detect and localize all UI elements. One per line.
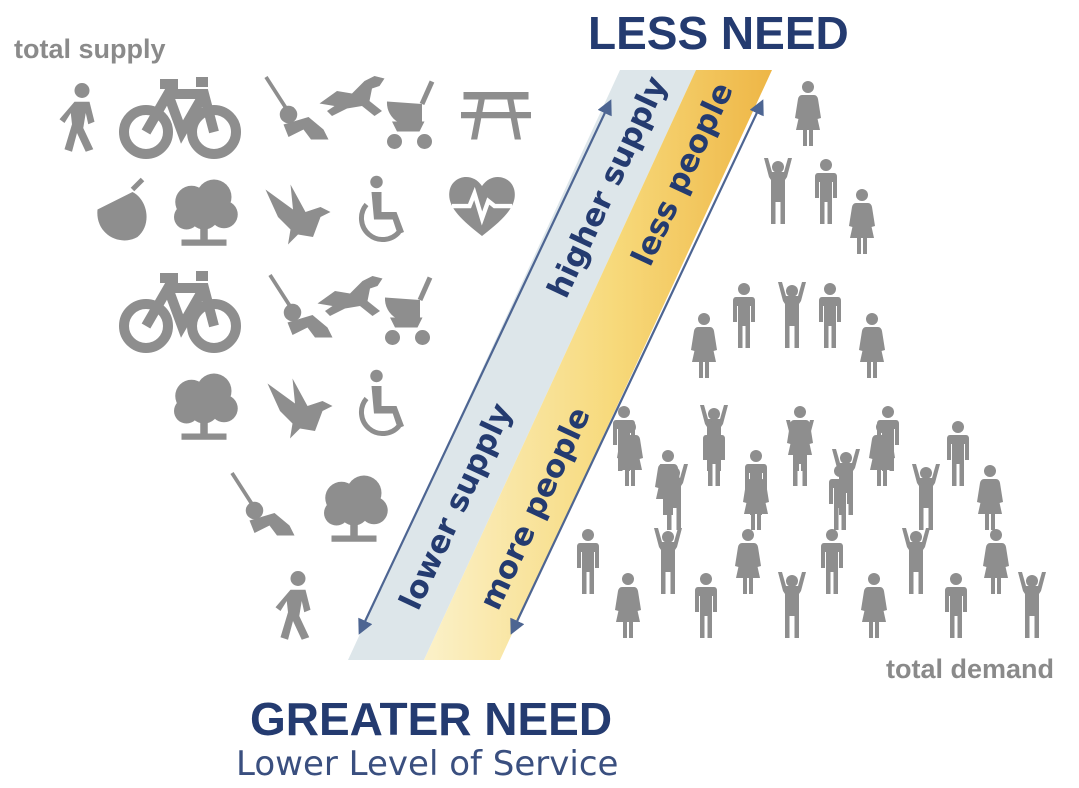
pedestrian-icon (59, 83, 95, 152)
dog-icon (319, 76, 385, 116)
person-woman-icon (735, 529, 761, 594)
person-woman-icon (615, 573, 641, 638)
wheelchair-icon (358, 369, 404, 437)
person-cheering-icon (764, 158, 792, 224)
person-man-icon (821, 529, 843, 594)
dog-icon (317, 276, 383, 316)
person-cheering-icon (786, 420, 814, 486)
bicycle-icon (119, 271, 241, 353)
heart-rate-icon (449, 176, 515, 236)
person-woman-icon (977, 465, 1003, 530)
swing-icon (230, 471, 295, 536)
stroller-icon (386, 80, 435, 149)
supply-icons (59, 75, 531, 640)
swing-icon (268, 273, 333, 338)
person-man-icon (577, 529, 599, 594)
person-woman-icon (869, 421, 895, 486)
bird-icon (265, 184, 331, 245)
person-cheering-icon (1018, 572, 1046, 638)
person-woman-icon (691, 313, 717, 378)
person-woman-icon (859, 313, 885, 378)
total-supply-label: total supply (14, 34, 166, 64)
person-cheering-icon (654, 528, 682, 594)
lower-level-of-service-label: Lower Level of Service (236, 744, 619, 784)
wheelchair-icon (358, 175, 404, 243)
total-demand-label: total demand (886, 654, 1055, 684)
person-cheering-icon (660, 464, 688, 530)
acorn-icon (97, 177, 147, 241)
person-woman-icon (743, 465, 769, 530)
people-arrow (510, 99, 764, 635)
person-man-icon (947, 421, 969, 486)
stroller-icon (384, 276, 433, 345)
bicycle-icon (119, 77, 241, 159)
pedestrian-icon (275, 571, 311, 640)
tree-icon (174, 373, 238, 440)
greater-need-title: GREATER NEED (250, 693, 613, 745)
person-woman-icon (861, 573, 887, 638)
person-woman-icon (617, 421, 643, 486)
tree-icon (324, 475, 388, 542)
person-man-icon (945, 573, 967, 638)
less-need-title: LESS NEED (588, 7, 849, 59)
person-cheering-icon (912, 464, 940, 530)
person-man-icon (695, 573, 717, 638)
swing-icon (264, 75, 329, 140)
person-man-icon (733, 283, 755, 348)
person-woman-icon (983, 529, 1009, 594)
person-cheering-icon (902, 528, 930, 594)
person-woman-icon (795, 81, 821, 146)
picnic-table-icon (461, 92, 531, 140)
bird-icon (267, 378, 333, 439)
person-cheering-icon (778, 282, 806, 348)
person-man-icon (819, 283, 841, 348)
person-man-icon (829, 465, 851, 530)
person-woman-icon (849, 189, 875, 254)
person-man-icon (703, 421, 725, 486)
tree-icon (174, 179, 238, 246)
person-cheering-icon (778, 572, 806, 638)
demand-people (577, 81, 1046, 638)
person-man-icon (815, 159, 837, 224)
